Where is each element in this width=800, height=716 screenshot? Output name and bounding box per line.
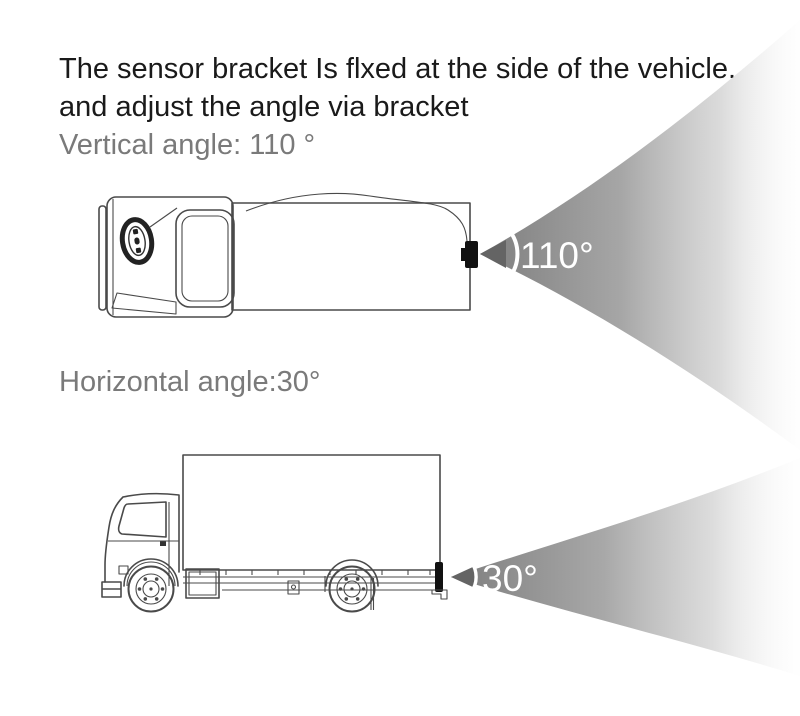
top-truck-roof-panel-inner: [181, 215, 229, 302]
chassis-small-box: [287, 580, 300, 595]
side-truck-cab: [101, 492, 180, 598]
top-truck-cargo-box: [231, 202, 471, 311]
front-wheel-arch: [123, 558, 179, 587]
chassis-rails: [183, 570, 441, 592]
steering-wheel: [119, 217, 155, 265]
front-bumper: [101, 581, 122, 598]
vertical-beam-apex: [480, 240, 506, 268]
heading-line-2: and adjust the angle via bracket: [59, 91, 469, 123]
side-truck-cargo-box: [182, 454, 441, 571]
side-view-truck: [101, 454, 448, 613]
side-sensor-top-view: [465, 241, 478, 268]
top-truck-wiper-line: [149, 207, 178, 228]
top-truck-cab: [106, 196, 234, 318]
rear-wheel-arch: [325, 559, 379, 587]
toolbox-inner: [188, 571, 217, 596]
top-truck-hood-trapezoid: [111, 292, 177, 315]
front-wheel: [127, 565, 175, 613]
horizontal-angle-arc: [469, 559, 478, 595]
front-wheel-arch-inner: [126, 561, 176, 587]
horizontal-angle-diagram: 30°: [101, 454, 800, 676]
rear-wheel: [328, 565, 376, 613]
cab-window: [117, 501, 167, 538]
cab-outline: [104, 492, 180, 583]
sensor-cable: [245, 192, 468, 242]
vertical-angle-diagram: 110°: [98, 20, 800, 450]
toolbox: [185, 568, 220, 599]
door-handle: [160, 541, 166, 546]
vertical-angle-arc: [506, 227, 520, 281]
side-sensor-side-view: [435, 562, 443, 592]
top-truck-roof-panel: [175, 209, 235, 308]
heading-line-1: The sensor bracket Is flxed at the side …: [59, 53, 737, 85]
top-view-truck: [98, 192, 478, 318]
sensor-bracket-foot: [431, 589, 448, 600]
top-truck-front-bumper: [98, 205, 107, 311]
mud-flaps: [324, 576, 375, 610]
horizontal-angle-label: Horizontal angle:30°: [59, 366, 321, 398]
vertical-angle-label: Vertical angle: 110 °: [59, 129, 316, 161]
page-title: The sensor bracket Is flxed at the side …: [59, 50, 759, 164]
vertical-beam-cone: [480, 20, 800, 450]
side-sensor-top-view-tab: [461, 248, 465, 261]
chassis-small-box-dot: [290, 584, 297, 590]
horizontal-beam-cone: [451, 458, 800, 676]
horizontal-beam-apex: [451, 566, 475, 588]
vertical-beam-angle-text: 110°: [520, 235, 594, 276]
front-marker: [118, 565, 129, 575]
horizontal-beam-angle-text: 30°: [482, 558, 538, 599]
